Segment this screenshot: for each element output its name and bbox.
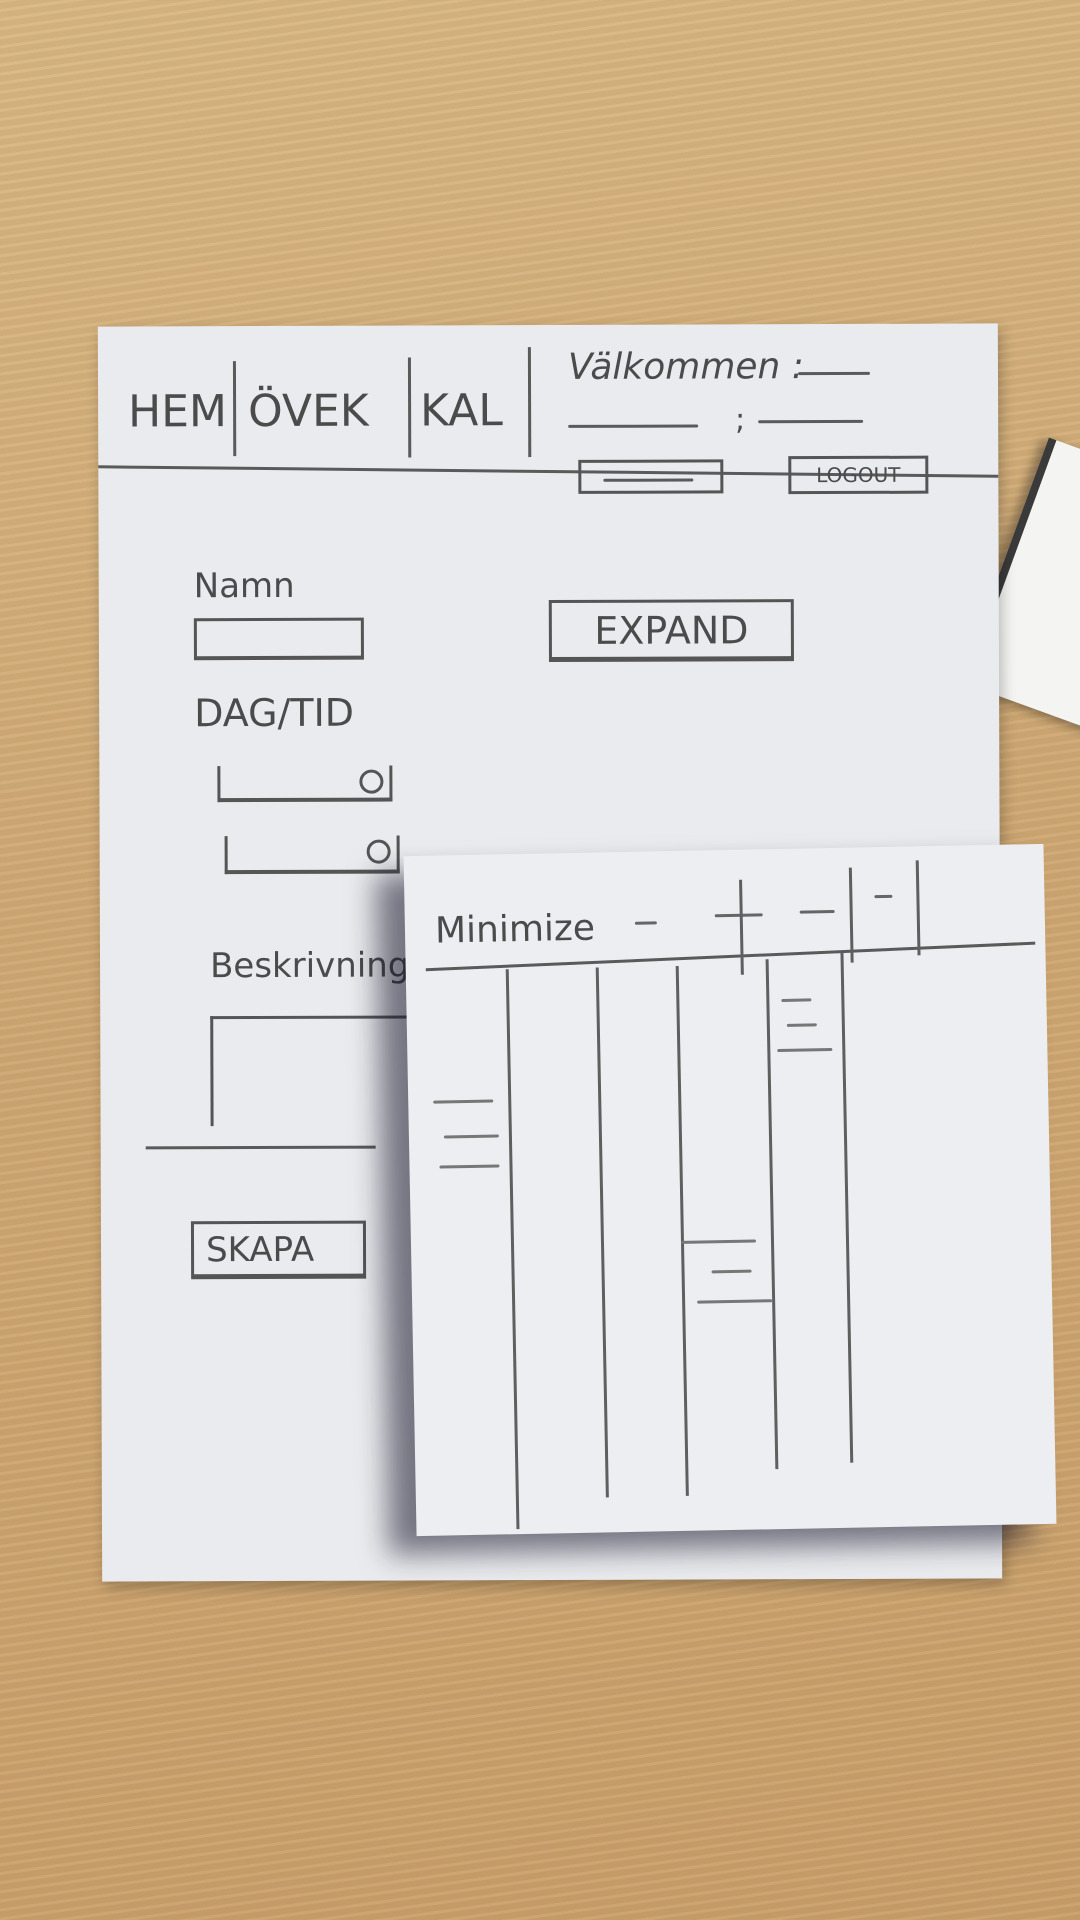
calendar-column-divider bbox=[505, 969, 520, 1530]
start-date-input[interactable] bbox=[217, 765, 393, 803]
calendar-column-divider bbox=[848, 867, 854, 963]
column-header-placeholder bbox=[799, 909, 835, 914]
minimize-button[interactable]: Minimize bbox=[434, 907, 596, 952]
user-button-placeholder bbox=[603, 478, 694, 482]
name-input[interactable] bbox=[193, 617, 364, 661]
user-account-button[interactable] bbox=[578, 459, 724, 494]
calendar-event[interactable] bbox=[680, 1239, 757, 1244]
calendar-icon[interactable] bbox=[359, 769, 384, 794]
nav-tab-ovek[interactable]: ÖVEK bbox=[248, 385, 369, 438]
calendar-event[interactable] bbox=[777, 1048, 833, 1053]
nav-tab-kal[interactable]: KAL bbox=[420, 385, 503, 437]
calendar-event[interactable] bbox=[781, 998, 812, 1002]
info-placeholder bbox=[568, 424, 699, 428]
end-date-input[interactable] bbox=[224, 835, 400, 875]
calendar-column-divider bbox=[915, 860, 921, 956]
calendar-event[interactable] bbox=[711, 1269, 752, 1274]
calendar-column-divider bbox=[595, 967, 609, 1498]
calendar-event[interactable] bbox=[433, 1099, 494, 1104]
username-placeholder bbox=[797, 371, 870, 376]
calendar-column-divider bbox=[840, 952, 854, 1463]
calendar-column-divider bbox=[675, 965, 689, 1496]
calendar-column-divider bbox=[739, 879, 744, 975]
welcome-label: Välkommen : bbox=[567, 346, 804, 388]
calendar-panel: Minimize bbox=[403, 843, 1057, 1537]
calendar-event[interactable] bbox=[443, 1134, 499, 1139]
info-value-placeholder bbox=[758, 419, 864, 424]
nav-divider bbox=[527, 347, 532, 458]
calendar-column-divider bbox=[765, 959, 779, 1470]
name-label: Namn bbox=[193, 565, 295, 607]
calendar-event[interactable] bbox=[697, 1299, 773, 1304]
column-header-placeholder bbox=[634, 921, 657, 925]
date-time-label: DAG/TID bbox=[194, 690, 355, 736]
nav-divider bbox=[407, 357, 412, 458]
info-separator: ; bbox=[735, 402, 746, 438]
nav-tab-hem[interactable]: HEM bbox=[128, 386, 228, 438]
column-header-placeholder bbox=[874, 894, 893, 899]
calendar-event[interactable] bbox=[439, 1164, 500, 1169]
logout-button[interactable]: LOGOUT bbox=[788, 455, 929, 495]
calendar-event[interactable] bbox=[786, 1023, 817, 1027]
calendar-icon[interactable] bbox=[366, 839, 391, 864]
nav-divider bbox=[232, 361, 237, 457]
create-button[interactable]: SKAPA bbox=[190, 1220, 367, 1280]
description-label: Beskrivning bbox=[209, 945, 410, 987]
expand-button[interactable]: EXPAND bbox=[548, 599, 794, 663]
form-divider bbox=[145, 1145, 376, 1150]
